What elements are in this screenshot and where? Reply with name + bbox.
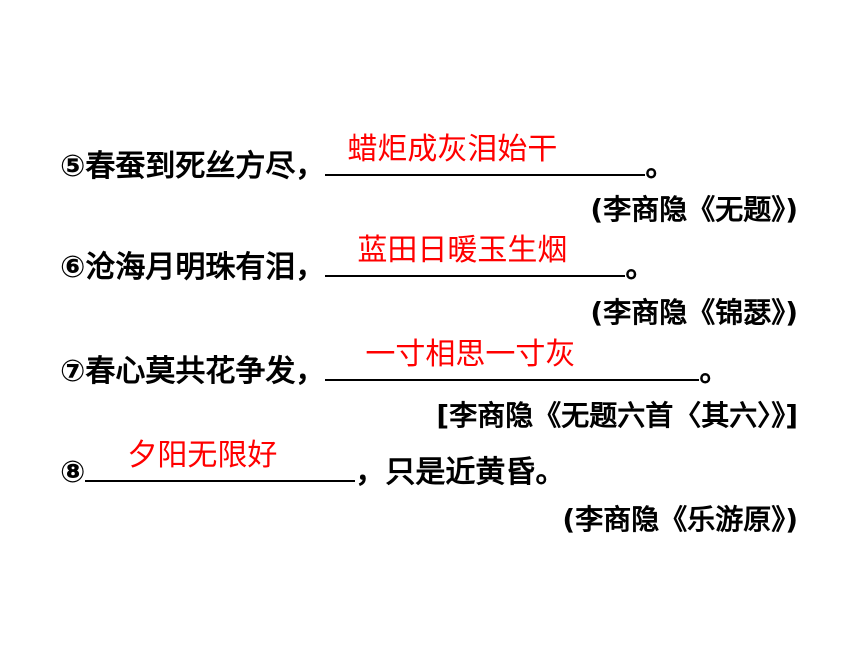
source-citation-5: (李商隐《无题》) bbox=[590, 193, 798, 226]
answer-text: 蜡炬成灰泪始干 bbox=[347, 132, 558, 167]
item-number: ⑤ bbox=[60, 149, 86, 184]
answer-text: 夕阳无限好 bbox=[127, 438, 278, 473]
item-number: ⑦ bbox=[60, 354, 86, 389]
line-text-after: 。 bbox=[625, 250, 656, 285]
line-text-after: 。 bbox=[699, 354, 730, 389]
item-number: ⑥ bbox=[60, 250, 86, 285]
line-text-after: 。 bbox=[645, 149, 676, 184]
answer-blank: 蓝田日暖玉生烟 bbox=[325, 233, 626, 277]
source-citation-7: [李商隐《无题六首〈其六〉》] bbox=[436, 399, 798, 432]
answer-text: 一寸相思一寸灰 bbox=[365, 337, 576, 372]
answer-blank: 夕阳无限好 bbox=[85, 438, 356, 482]
line-text-before: 春蚕到死丝方尽， bbox=[85, 149, 326, 184]
item-number: ⑧ bbox=[60, 455, 86, 490]
poem-line-7: ⑦春心莫共花争发， 一寸相思一寸灰 。 bbox=[60, 337, 729, 389]
poem-line-5: ⑤春蚕到死丝方尽， 蜡炬成灰泪始干 。 bbox=[60, 132, 675, 184]
poem-line-6: ⑥沧海月明珠有泪， 蓝田日暖玉生烟 。 bbox=[60, 233, 655, 285]
source-citation-6: (李商隐《锦瑟》) bbox=[590, 296, 798, 329]
poem-line-8: ⑧ 夕阳无限好 ，只是近黄昏。 bbox=[60, 438, 565, 490]
line-text-before: 春心莫共花争发， bbox=[85, 354, 326, 389]
line-text-after: ，只是近黄昏。 bbox=[355, 455, 566, 490]
answer-text: 蓝田日暖玉生烟 bbox=[357, 233, 568, 268]
source-citation-8: (李商隐《乐游原》) bbox=[562, 503, 798, 536]
answer-blank: 蜡炬成灰泪始干 bbox=[325, 132, 646, 176]
answer-blank: 一寸相思一寸灰 bbox=[325, 337, 700, 381]
line-text-before: 沧海月明珠有泪， bbox=[85, 250, 326, 285]
